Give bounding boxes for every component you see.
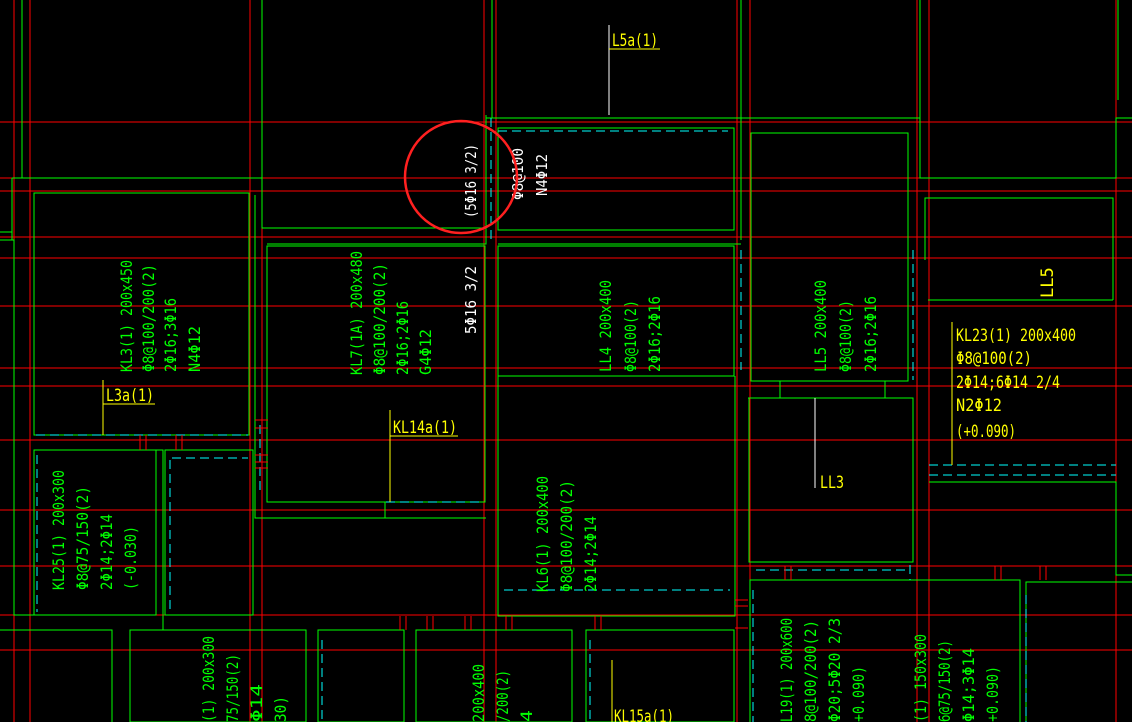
kl6-line-1: KL6(1) 200x400 [533, 476, 552, 592]
kl19-line-2: 8@100/200(2) [801, 620, 820, 722]
kl23-line-1: KL23(1) 200x400 [956, 326, 1076, 346]
kl6-line-3: 2Φ14;2Φ14 [581, 516, 600, 592]
kl3-line-4: N4Φ12 [185, 326, 204, 372]
bottom-left-line-2: 75/150(2) [223, 654, 242, 722]
kl19-line-1: L19(1) 200x600 [777, 618, 796, 722]
kl19-line-4: +0.090) [849, 666, 868, 722]
kl23-line-5: (+0.090) [956, 422, 1016, 442]
kl25-line-1: KL25(1) 200x300 [49, 470, 68, 590]
bottom-left-line-3: Φ14 [247, 684, 266, 722]
bottom-right-line-3: Φ14;3Φ14 [959, 648, 978, 722]
annotation-ll4: LL4 200x400 Φ8@100(2) 2Φ16;2Φ16 [596, 280, 664, 372]
ll4-line-3: 2Φ16;2Φ16 [645, 296, 664, 372]
annotation-bottom-left: (1) 200x300 75/150(2) Φ14 30) [199, 636, 290, 722]
bottom-right-line-4: +0.090) [983, 666, 1002, 722]
annotation-ll5: LL5 200x400 Φ8@100(2) 2Φ16;2Φ16 [811, 280, 880, 372]
kl25-line-3: 2Φ14;2Φ14 [97, 514, 116, 590]
kl7-line-1: KL7(1A) 200x480 [347, 251, 366, 375]
label-beam-bar: 5Φ16 3/2 [462, 266, 480, 334]
kl19-line-3: Φ20;5Φ20 2/3 [825, 618, 844, 722]
leader-lines [102, 25, 953, 722]
bottom-mid-line-1: 200x400 [469, 664, 488, 722]
room-ll5 [750, 132, 909, 382]
label-kl14a: KL14a(1) [393, 418, 457, 438]
annotation-bottom-right: (1) 150x300 6@75/150(2) Φ14;3Φ14 +0.090) [911, 634, 1002, 722]
label-kl15a: KL15a(1) [614, 707, 674, 722]
bottom-left-line-1: (1) 200x300 [199, 636, 218, 722]
ll5-line-1: LL5 200x400 [811, 280, 830, 372]
kl3-line-3: 2Φ16;3Φ16 [161, 298, 180, 372]
kl6-line-2: Φ8@100/200(2) [557, 480, 576, 592]
annotation-kl23: KL23(1) 200x400 Φ8@100(2) 2Φ14;6Φ14 2/4 … [956, 326, 1076, 442]
kl7-line-4: G4Φ12 [416, 329, 435, 375]
label-l3a: L3a(1) [106, 386, 154, 406]
column-hatches [139, 419, 1047, 630]
kl7-line-2: Φ8@100/200(2) [370, 263, 389, 375]
annotation-kl7: KL7(1A) 200x480 Φ8@100/200(2) 2Φ16;2Φ16 … [347, 251, 435, 375]
bottom-mid-line-3: 4 [517, 710, 536, 722]
annotation-kl3: KL3(1) 200x450 Φ8@100/200(2) 2Φ16;3Φ16 N… [117, 260, 204, 372]
kl23-line-4: N2Φ12 [956, 396, 1002, 416]
kl23-line-3: 2Φ14;6Φ14 2/4 [956, 373, 1060, 393]
highlight-circle [403, 119, 519, 235]
kl3-line-2: Φ8@100/200(2) [139, 264, 158, 372]
annotation-kl25: KL25(1) 200x300 Φ8@75/150(2) 2Φ14;2Φ14 (… [49, 470, 140, 590]
ll5-line-3: 2Φ16;2Φ16 [861, 296, 880, 372]
ll4-line-2: Φ8@100(2) [621, 300, 640, 372]
kl25-line-2: Φ8@75/150(2) [73, 486, 92, 590]
label-circle-tag: (5Φ16 3/2) [462, 144, 480, 218]
annotation-kl6: KL6(1) 200x400 Φ8@100/200(2) 2Φ14;2Φ14 [533, 476, 600, 592]
bottom-left-line-4: 30) [271, 696, 290, 722]
label-ll3: LL3 [820, 473, 844, 493]
bottom-right-line-1: (1) 150x300 [911, 634, 930, 722]
kl23-line-2: Φ8@100(2) [956, 349, 1032, 369]
ll4-line-1: LL4 200x400 [596, 280, 615, 372]
ll5-line-2: Φ8@100(2) [836, 300, 855, 372]
room-ll4 [497, 245, 735, 377]
label-slab-torsion: N4Φ12 [533, 154, 551, 196]
hidden-lines [36, 118, 1116, 722]
kl3-line-1: KL3(1) 200x450 [117, 260, 136, 372]
bottom-mid-line-2: /200(2) [493, 670, 512, 722]
room-slab-top [497, 127, 735, 231]
annotation-bottom-mid: 200x400 /200(2) 4 [469, 664, 536, 722]
kl7-line-3: 2Φ16;2Φ16 [393, 301, 412, 375]
annotation-kl19: L19(1) 200x600 8@100/200(2) Φ20;5Φ20 2/3… [777, 618, 868, 722]
kl25-line-4: (-0.030) [121, 526, 140, 590]
label-l5a: L5a(1) [612, 31, 658, 51]
label-ll5-top: LL5 [1038, 267, 1058, 298]
bottom-right-line-2: 6@75/150(2) [935, 640, 954, 722]
room-kl7 [266, 245, 486, 503]
